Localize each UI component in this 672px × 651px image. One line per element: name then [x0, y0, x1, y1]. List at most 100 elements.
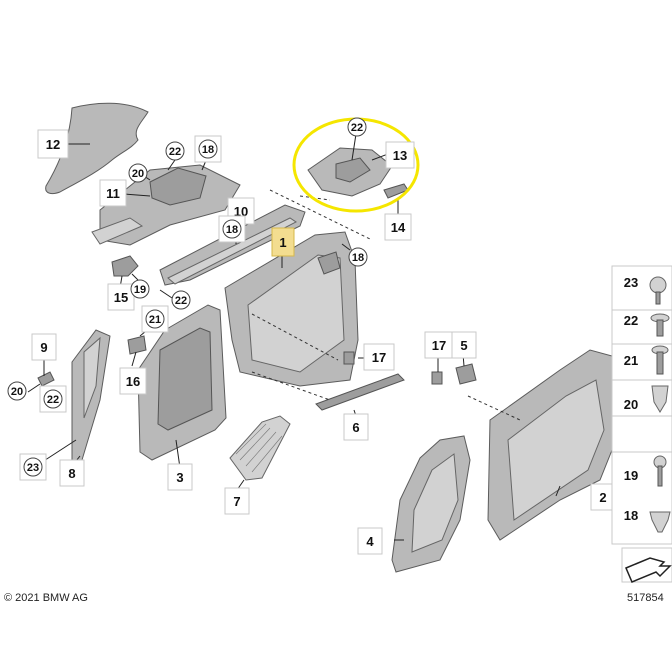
leader-13 — [371, 153, 389, 161]
callout-label: 18 — [202, 144, 214, 156]
callout-label: 4 — [366, 534, 374, 549]
callout-label: 2 — [599, 490, 606, 505]
callout-label: 5 — [460, 338, 467, 353]
leader-16 — [131, 351, 137, 367]
callout-label: 18 — [226, 224, 238, 236]
callout-2[interactable]: 2 — [590, 483, 616, 511]
callout-label: 17 — [432, 338, 446, 353]
legend-label: 18 — [624, 508, 638, 523]
callout-18[interactable]: 18 — [218, 215, 246, 243]
legend-item[interactable]: 23 — [612, 275, 672, 311]
legend-item[interactable]: 22 — [612, 313, 672, 345]
callout-label: 20 — [11, 386, 23, 398]
legend-label: 20 — [624, 397, 638, 412]
leader-22c — [351, 133, 357, 161]
part-10-strip-lower — [167, 217, 297, 285]
callout-label: 9 — [40, 340, 47, 355]
callout-22[interactable]: 22 — [171, 290, 191, 310]
callout-9[interactable]: 9 — [31, 333, 57, 361]
callout-17[interactable]: 17 — [424, 331, 454, 359]
callout-label: 17 — [372, 350, 386, 365]
callout-label: 11 — [106, 186, 120, 201]
part-9-clip — [37, 371, 55, 387]
callout-16[interactable]: 16 — [119, 367, 147, 395]
callout-23[interactable]: 23 — [19, 453, 47, 481]
leader-18c — [341, 243, 351, 251]
callout-11[interactable]: 11 — [99, 179, 127, 207]
part-4-trim-inner — [411, 453, 459, 553]
legend-item[interactable]: 19 — [612, 451, 672, 487]
callout-1[interactable]: 1 — [271, 227, 295, 257]
callout-3[interactable]: 3 — [167, 463, 193, 491]
callout-label: 6 — [352, 420, 359, 435]
callout-15[interactable]: 15 — [107, 283, 135, 311]
part-12-trim — [45, 102, 149, 195]
part-3-tray-inner — [157, 327, 213, 431]
callout-label: 21 — [149, 314, 161, 326]
part-14-cover — [383, 183, 409, 199]
legend-item[interactable]: 20 — [612, 385, 672, 417]
callout-label: 13 — [393, 148, 407, 163]
callout-label: 19 — [134, 284, 146, 296]
dash-connector-1 — [269, 189, 373, 241]
dash-connector-2 — [299, 195, 331, 201]
callout-12[interactable]: 12 — [37, 129, 69, 159]
leader-20b — [27, 383, 41, 393]
callout-label: 14 — [391, 220, 406, 235]
callout-22[interactable]: 22 — [347, 117, 367, 137]
part-1-panel-inner — [247, 254, 345, 373]
part-17b-clip — [431, 371, 443, 385]
callout-7[interactable]: 7 — [224, 487, 250, 515]
legend-item[interactable]: 21 — [612, 345, 672, 381]
callout-22[interactable]: 22 — [39, 385, 67, 413]
part-11-arm — [91, 217, 144, 245]
callout-8[interactable]: 8 — [59, 459, 85, 487]
callout-label: 22 — [175, 295, 187, 307]
leader-11 — [123, 193, 151, 197]
callout-18[interactable]: 18 — [194, 135, 222, 163]
part-16-clip — [127, 335, 147, 355]
fastener-23-icon — [649, 276, 667, 294]
callout-label: 10 — [234, 204, 248, 219]
callout-label: 22 — [351, 122, 363, 134]
fastener-18-icon — [649, 511, 671, 533]
part-6-bar — [315, 373, 405, 411]
dash-connector-3 — [251, 313, 339, 361]
callout-label: 7 — [233, 494, 240, 509]
callout-22[interactable]: 22 — [165, 141, 185, 161]
callout-label: 18 — [352, 252, 364, 264]
callout-20[interactable]: 20 — [128, 163, 148, 183]
callout-label: 22 — [169, 146, 181, 158]
callout-5[interactable]: 5 — [451, 331, 477, 359]
callout-label: 20 — [132, 168, 144, 180]
part-11-detail — [149, 167, 207, 206]
fastener-20-icon — [651, 385, 669, 413]
callout-17[interactable]: 17 — [363, 343, 395, 371]
legend-label: 21 — [624, 353, 638, 368]
copyright-text: © 2021 BMW AG — [4, 592, 88, 604]
callout-label: 12 — [46, 137, 60, 152]
callout-21[interactable]: 21 — [141, 305, 169, 333]
leader-3 — [175, 439, 181, 469]
part-2-panel-inner — [507, 379, 605, 521]
legend-item[interactable]: 18 — [624, 508, 671, 533]
fastener-legend: 23 22 21 20 19 18 — [611, 265, 672, 583]
callout-18[interactable]: 18 — [348, 247, 368, 267]
callout-6[interactable]: 6 — [343, 413, 369, 441]
leader-19a — [131, 273, 139, 281]
callout-20[interactable]: 20 — [7, 381, 27, 401]
legend-label: 19 — [624, 468, 638, 483]
callout-4[interactable]: 4 — [357, 527, 383, 555]
part-15-clip — [111, 255, 139, 277]
callout-label: 23 — [27, 462, 39, 474]
callout-14[interactable]: 14 — [384, 213, 412, 241]
direction-arrow-icon — [625, 557, 672, 583]
part-5-clip — [455, 363, 477, 385]
callout-13[interactable]: 13 — [385, 141, 415, 169]
part-1-handle — [317, 251, 341, 275]
dash-connector-4 — [251, 371, 331, 401]
callout-label: 16 — [126, 374, 140, 389]
callout-19[interactable]: 19 — [130, 279, 150, 299]
part-7-grille — [229, 415, 291, 481]
